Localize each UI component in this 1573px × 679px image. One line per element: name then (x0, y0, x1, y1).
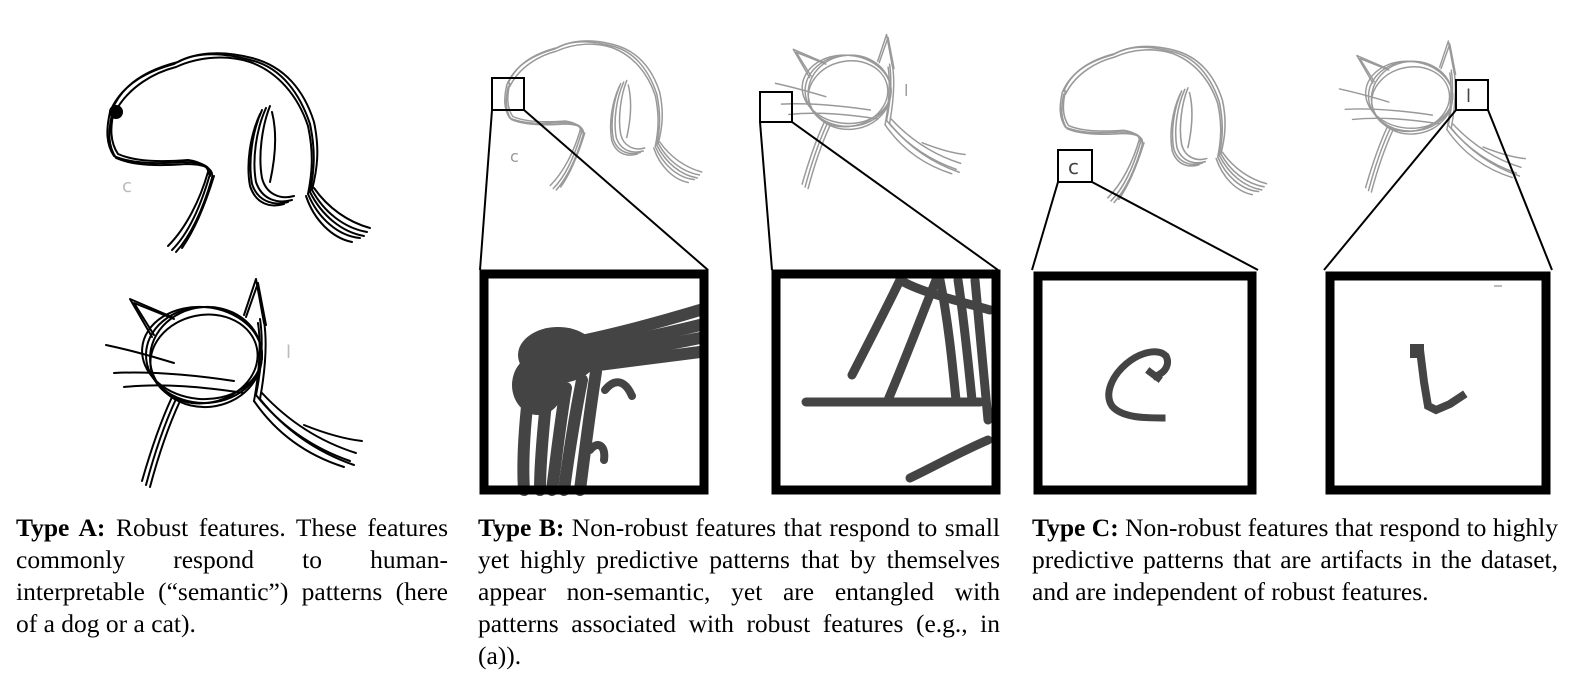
caption-type-b-label: Type B: (478, 513, 565, 542)
type-b-cat-l-mark: l (904, 81, 908, 100)
type-a-cat-l-mark: l (286, 342, 291, 363)
caption-type-a-label: Type A: (16, 513, 106, 542)
type-b-dog-roi-box (491, 77, 525, 111)
type-b-cat-roi-box (759, 91, 793, 123)
caption-type-a: Type A: Robust features. These features … (16, 512, 448, 640)
type-b-cat-zoom-line-right (791, 121, 999, 271)
caption-type-c-text: Non-robust features that respond to high… (1032, 513, 1558, 606)
type-a-dog-nose (109, 105, 123, 119)
type-c-cat-roi-box (1455, 79, 1489, 111)
features-figure: c l c l (105, 33, 1553, 496)
type-b-dog-zoom-panel (479, 269, 709, 496)
type-c-dog-zoom-panel (1033, 271, 1257, 495)
type-c-cat-l-mark: l (1466, 86, 1471, 107)
type-c-dog-zoom-line-left (1031, 181, 1059, 271)
type-c-dog-c-mark: c (1068, 155, 1079, 179)
type-c-dog-zoom-line-right (1091, 181, 1259, 271)
type-c-cat-zoom-panel (1325, 271, 1551, 495)
type-b-cat-sketch (774, 33, 966, 190)
caption-type-c: Type C: Non-robust features that respond… (1032, 512, 1558, 608)
caption-type-c-label: Type C: (1032, 513, 1119, 542)
type-b-cat-zoom-line-left (759, 121, 773, 271)
type-c-cat-sketch (1338, 40, 1527, 193)
type-b-dog-sketch (503, 40, 703, 191)
type-b-dog-c-mark: c (510, 147, 519, 166)
caption-type-a-text: Robust features. These features commonly… (16, 513, 448, 638)
type-b-cat-zoom-panel (771, 269, 1001, 495)
type-a-dog-sketch (106, 52, 371, 254)
type-a-cat-sketch (105, 278, 363, 488)
type-c-dog-roi-box (1057, 149, 1093, 183)
caption-type-b-text: Non-robust features that respond to smal… (478, 513, 1000, 670)
type-a-dog-c-mark: c (122, 176, 132, 197)
type-c-cat-zoom-line-right (1487, 109, 1553, 271)
type-b-dog-zoom-line-left (479, 109, 493, 271)
type-c-cat-zoom-line-left (1323, 109, 1457, 271)
type-b-dog-zoom-line-right (523, 109, 709, 271)
caption-type-b: Type B: Non-robust features that respond… (478, 512, 1000, 672)
